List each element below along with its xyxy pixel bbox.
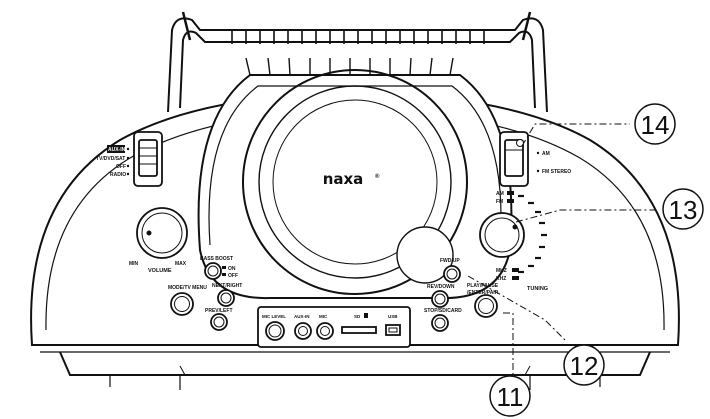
stop-sd-card-label: STOP/SD/CARD <box>424 308 462 314</box>
function-option-aux-in-highlight <box>107 145 125 153</box>
function-option-off: OFF <box>116 164 126 170</box>
cd-lid-ribs <box>245 57 454 76</box>
band-option-fm-stereo: FM STEREO <box>542 169 571 175</box>
tuning-unit-khz: KHZ <box>496 276 506 282</box>
function-selector-switch[interactable] <box>133 131 163 187</box>
bass-boost-off-label: OFF <box>228 273 238 279</box>
handle-grip-ribs <box>231 30 485 44</box>
sd-icon <box>364 313 368 318</box>
mic-jack-label: MIC <box>319 314 328 319</box>
tuning-mhz-indicator <box>512 268 519 272</box>
mode-tv-menu-label: MODE/TV MENU <box>168 285 207 291</box>
brand-logo: naxa <box>323 170 364 188</box>
volume-max-label: MAX <box>175 261 187 267</box>
sd-slot-label: SD <box>354 314 361 319</box>
tuning-knob[interactable] <box>479 212 525 258</box>
tuning-band-fm-label: FM <box>496 199 503 205</box>
callout-11-number: 11 <box>497 382 524 412</box>
function-option-aux-in: AUX-IN <box>108 147 126 153</box>
tuning-band-am-label: AM <box>496 191 504 197</box>
prev-left-button[interactable] <box>210 313 228 331</box>
volume-min-label: MIN <box>129 261 139 267</box>
callout-14: 14 <box>634 103 676 145</box>
bass-boost-on-label: ON <box>228 266 236 272</box>
tuning-label: TUNING <box>527 286 548 292</box>
tuning-fm-indicator <box>507 199 514 203</box>
aux-in-jack-label: AUX-IN <box>294 314 310 319</box>
rev-down-label: REV/DOWN <box>427 284 455 290</box>
callout-13: 13 <box>662 188 704 230</box>
enter-pair-label: /ENTER/PAIR <box>467 290 499 296</box>
prev-left-label: PREV/LEFT <box>205 308 233 314</box>
fwd-up-button[interactable] <box>443 265 461 283</box>
callout-12: 12 <box>563 344 605 386</box>
bass-boost-label: BASS BOOST <box>200 256 233 262</box>
callout-12-number: 12 <box>570 351 599 381</box>
usb-port-label: USB <box>388 314 398 319</box>
fwd-up-label: FWD/UP <box>440 258 460 264</box>
band-selector-switch[interactable] <box>499 131 529 187</box>
brand-registered-mark: ® <box>375 173 380 180</box>
cd-compartment <box>197 69 513 300</box>
volume-label: VOLUME <box>148 268 172 274</box>
mic-level-knob[interactable] <box>265 321 285 341</box>
next-right-label: NEXT/RIGHT <box>212 283 242 289</box>
tuning-unit-mhz: MHZ <box>496 268 507 274</box>
tuning-dial-scale <box>518 194 547 274</box>
sd-card-slot[interactable] <box>341 326 377 334</box>
play-pause-enter-pair-button[interactable] <box>474 294 498 318</box>
next-right-button[interactable] <box>217 289 235 307</box>
mic-jack[interactable] <box>316 322 334 340</box>
mic-level-label: MIC LEVEL <box>262 314 286 319</box>
function-option-dots <box>126 147 130 176</box>
bass-boost-button[interactable] <box>204 262 222 280</box>
volume-knob[interactable] <box>136 207 188 259</box>
mode-tv-menu-button[interactable] <box>170 292 194 316</box>
aux-in-jack[interactable] <box>294 322 312 340</box>
band-option-am: AM <box>542 151 550 157</box>
tuning-khz-indicator <box>512 276 519 280</box>
callout-14-number: 14 <box>641 110 670 140</box>
function-option-radio: RADIO <box>110 172 126 178</box>
callout-leader-lines <box>467 123 656 375</box>
function-option-tv-dvd-sat: TV/DVD/SAT <box>96 156 125 162</box>
callout-13-number: 13 <box>669 195 698 225</box>
callout-11: 11 <box>489 375 531 417</box>
port-panel <box>257 306 411 348</box>
rev-down-button[interactable] <box>431 290 449 308</box>
stop-sd-card-button[interactable] <box>431 314 449 332</box>
tuning-am-indicator <box>507 191 514 195</box>
play-pause-label: PLAY/PAUSE <box>467 283 499 289</box>
usb-port[interactable] <box>385 324 401 336</box>
